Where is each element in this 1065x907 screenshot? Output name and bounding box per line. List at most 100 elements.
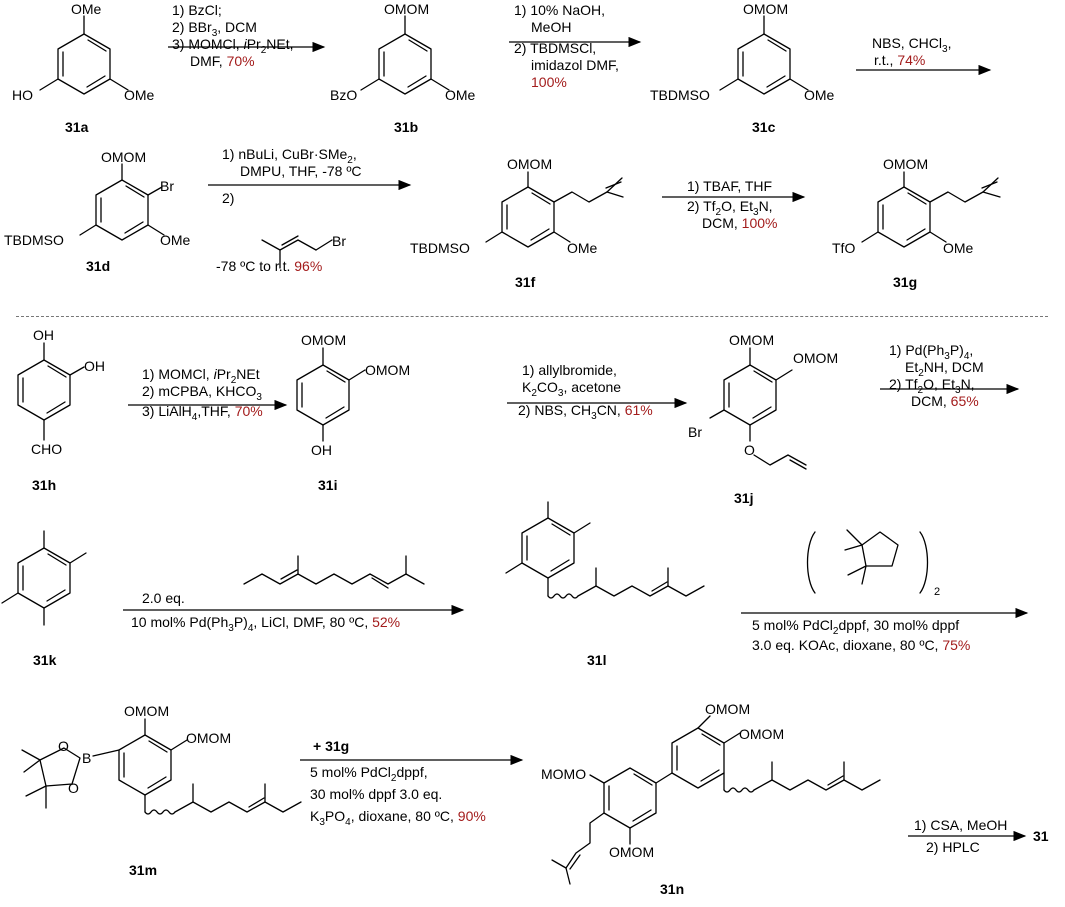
- condition-line: DCM, 65%: [911, 393, 979, 409]
- yield-label: 61%: [624, 402, 653, 418]
- conditions-step-8: 1) Pd(Ph3P)4, Et2NH, DCM 2) Tf2O, Et3N, …: [883, 342, 984, 410]
- atom-label-omom: OMOM: [705, 701, 751, 717]
- atom-label-ome: OMe: [804, 87, 835, 103]
- compound-label-31l: 31l: [587, 652, 607, 668]
- compound-label-31g: 31g: [893, 274, 918, 290]
- structure-31a: [39, 15, 129, 95]
- condition-line: 1) allylbromide,: [522, 362, 617, 378]
- condition-line: 1) CSA, MeOH: [914, 817, 1008, 833]
- atom-label-br: Br: [332, 233, 346, 249]
- condition-line: 1) TBAF, THF: [687, 178, 773, 194]
- atom-label-omom: OMOM: [365, 362, 411, 378]
- condition-line: 3) LiAlH4,THF, 70%: [142, 403, 263, 423]
- compound-label-31i: 31i: [318, 477, 338, 493]
- atom-label-bzo: BzO: [330, 87, 358, 103]
- condition-line: 2) NBS, CH3CN, 61%: [518, 402, 653, 422]
- atom-label-omom: OMOM: [883, 156, 929, 172]
- coupling-partner-label: + 31g: [313, 738, 350, 754]
- condition-line: NBS, CHCl3,: [872, 35, 952, 55]
- condition-line: 2) Tf2O, Et3N,: [889, 376, 975, 396]
- compound-label-31a: 31a: [65, 119, 89, 135]
- conditions-step-1: 1) BzCl; 2) BBr3, DCM 3) MOMCl, iPr2NEt,…: [172, 2, 293, 70]
- atom-label-ome: OMe: [445, 87, 476, 103]
- atom-label-o: O: [68, 780, 79, 796]
- atom-label-momo: MOMO: [541, 766, 587, 782]
- structure-31g: [861, 171, 1001, 248]
- structure-31l: [505, 501, 705, 599]
- atom-label-oh: OH: [84, 358, 105, 374]
- structure-31d: [79, 163, 165, 241]
- atom-label-ome: OMe: [160, 232, 191, 248]
- condition-line: 2) HPLC: [926, 839, 980, 855]
- atom-label-b: B: [82, 750, 92, 766]
- atom-label-tbdmso: TBDMSO: [4, 232, 64, 248]
- condition-line: 2) BBr3, DCM: [172, 19, 257, 39]
- yield-label: 52%: [372, 614, 401, 630]
- yield-label: 90%: [457, 808, 486, 824]
- condition-line: 1) MOMCl, iPr2NEt: [142, 366, 260, 386]
- conditions-step-7: 1) allylbromide, K2CO3, acetone 2) NBS, …: [518, 362, 653, 422]
- atom-label-ome: OMe: [71, 1, 102, 17]
- compound-label-31: 31: [1033, 828, 1049, 844]
- condition-line: DMF, 70%: [190, 53, 255, 69]
- structure-31b: [360, 15, 450, 95]
- compound-label-31j: 31j: [734, 490, 754, 506]
- atom-label-omom: OMOM: [739, 726, 785, 742]
- compound-label-31k: 31k: [33, 652, 57, 668]
- yield-label: 74%: [897, 52, 926, 68]
- geranyl-reagent-drawing: [243, 555, 425, 589]
- atom-label-o: O: [744, 442, 755, 458]
- atom-label-br: Br: [160, 178, 174, 194]
- atom-label-omom: OMOM: [301, 332, 347, 348]
- atom-label-ome: OMe: [567, 240, 598, 256]
- condition-line: 100%: [514, 74, 619, 91]
- atom-label-omom: OMOM: [124, 703, 170, 719]
- atom-label-tbdmso: TBDMSO: [410, 240, 470, 256]
- reagent-multiplier: 2: [934, 586, 941, 598]
- condition-line: 2) TBDMSCl,: [514, 40, 597, 56]
- conditions-step-4-tail: -78 ºC to r.t. 96%: [216, 258, 323, 274]
- condition-line: K2CO3, acetone: [522, 379, 622, 399]
- structure-31i: [296, 347, 366, 442]
- compound-label-31c: 31c: [752, 119, 776, 135]
- atom-label-omom: OMOM: [186, 730, 232, 746]
- structure-31f: [485, 171, 624, 248]
- atom-label-omom: OMOM: [609, 844, 655, 860]
- atom-label-ome: OMe: [943, 240, 974, 256]
- condition-line: 2) Tf2O, Et3N,: [687, 198, 773, 218]
- condition-line: 2): [222, 190, 235, 206]
- atom-label-o: O: [58, 738, 69, 754]
- conditions-step-5: 1) TBAF, THF 2) Tf2O, Et3N, DCM, 100%: [687, 178, 777, 232]
- condition-line: 3.0 eq. KOAc, dioxane, 80 ºC, 75%: [752, 637, 971, 653]
- compound-label-31h: 31h: [32, 477, 57, 493]
- condition-line: 1) BzCl;: [172, 2, 222, 18]
- structure-31m: [21, 718, 302, 815]
- conditions-step-9: 10 mol% Pd(Ph3P)4, LiCl, DMF, 80 ºC, 52%: [131, 614, 401, 634]
- atom-label-omom: OMOM: [507, 156, 553, 172]
- atom-label-cho: CHO: [31, 441, 63, 457]
- yield-label: 75%: [942, 637, 971, 653]
- condition-line: r.t., 74%: [874, 52, 926, 68]
- condition-line: 3) MOMCl, iPr2NEt,: [172, 36, 294, 56]
- conditions-step-11: 5 mol% PdCl2dppf, 30 mol% dppf 3.0 eq. K…: [310, 764, 486, 827]
- structure-31c: [719, 15, 809, 95]
- conditions-step-3: NBS, CHCl3, r.t., 74%: [872, 35, 951, 69]
- atom-label-omom: OMOM: [793, 350, 839, 366]
- atom-label-ome: OMe: [124, 87, 155, 103]
- conditions-step-2: 1) 10% NaOH, MeOH 2) TBDMSCl, imidazol D…: [514, 2, 619, 91]
- conditions-step-6: 1) MOMCl, iPr2NEt 2) mCPBA, KHCO3 3) LiA…: [142, 366, 263, 423]
- conditions-step-10: 5 mol% PdCl2dppf, 30 mol% dppf 3.0 eq. K…: [752, 617, 970, 654]
- condition-line: 5 mol% PdCl2dppf, 30 mol% dppf: [752, 617, 960, 637]
- condition-line: 30 mol% dppf 3.0 eq.: [310, 786, 443, 802]
- atom-label-omom: OMOM: [384, 1, 430, 17]
- condition-line: DMPU, THF, -78 ºC: [240, 163, 362, 179]
- structure-31k: [1, 530, 87, 626]
- condition-line: MeOH: [531, 19, 572, 35]
- atom-label-oh: OH: [33, 327, 54, 343]
- reaction-arrows: [123, 36, 1029, 842]
- bispinacolato-drawing: [806, 529, 929, 594]
- atom-label-omom: OMOM: [743, 1, 789, 17]
- condition-line: Et2NH, DCM: [905, 359, 984, 379]
- conditions-step-12: 1) CSA, MeOH 2) HPLC: [914, 817, 1007, 856]
